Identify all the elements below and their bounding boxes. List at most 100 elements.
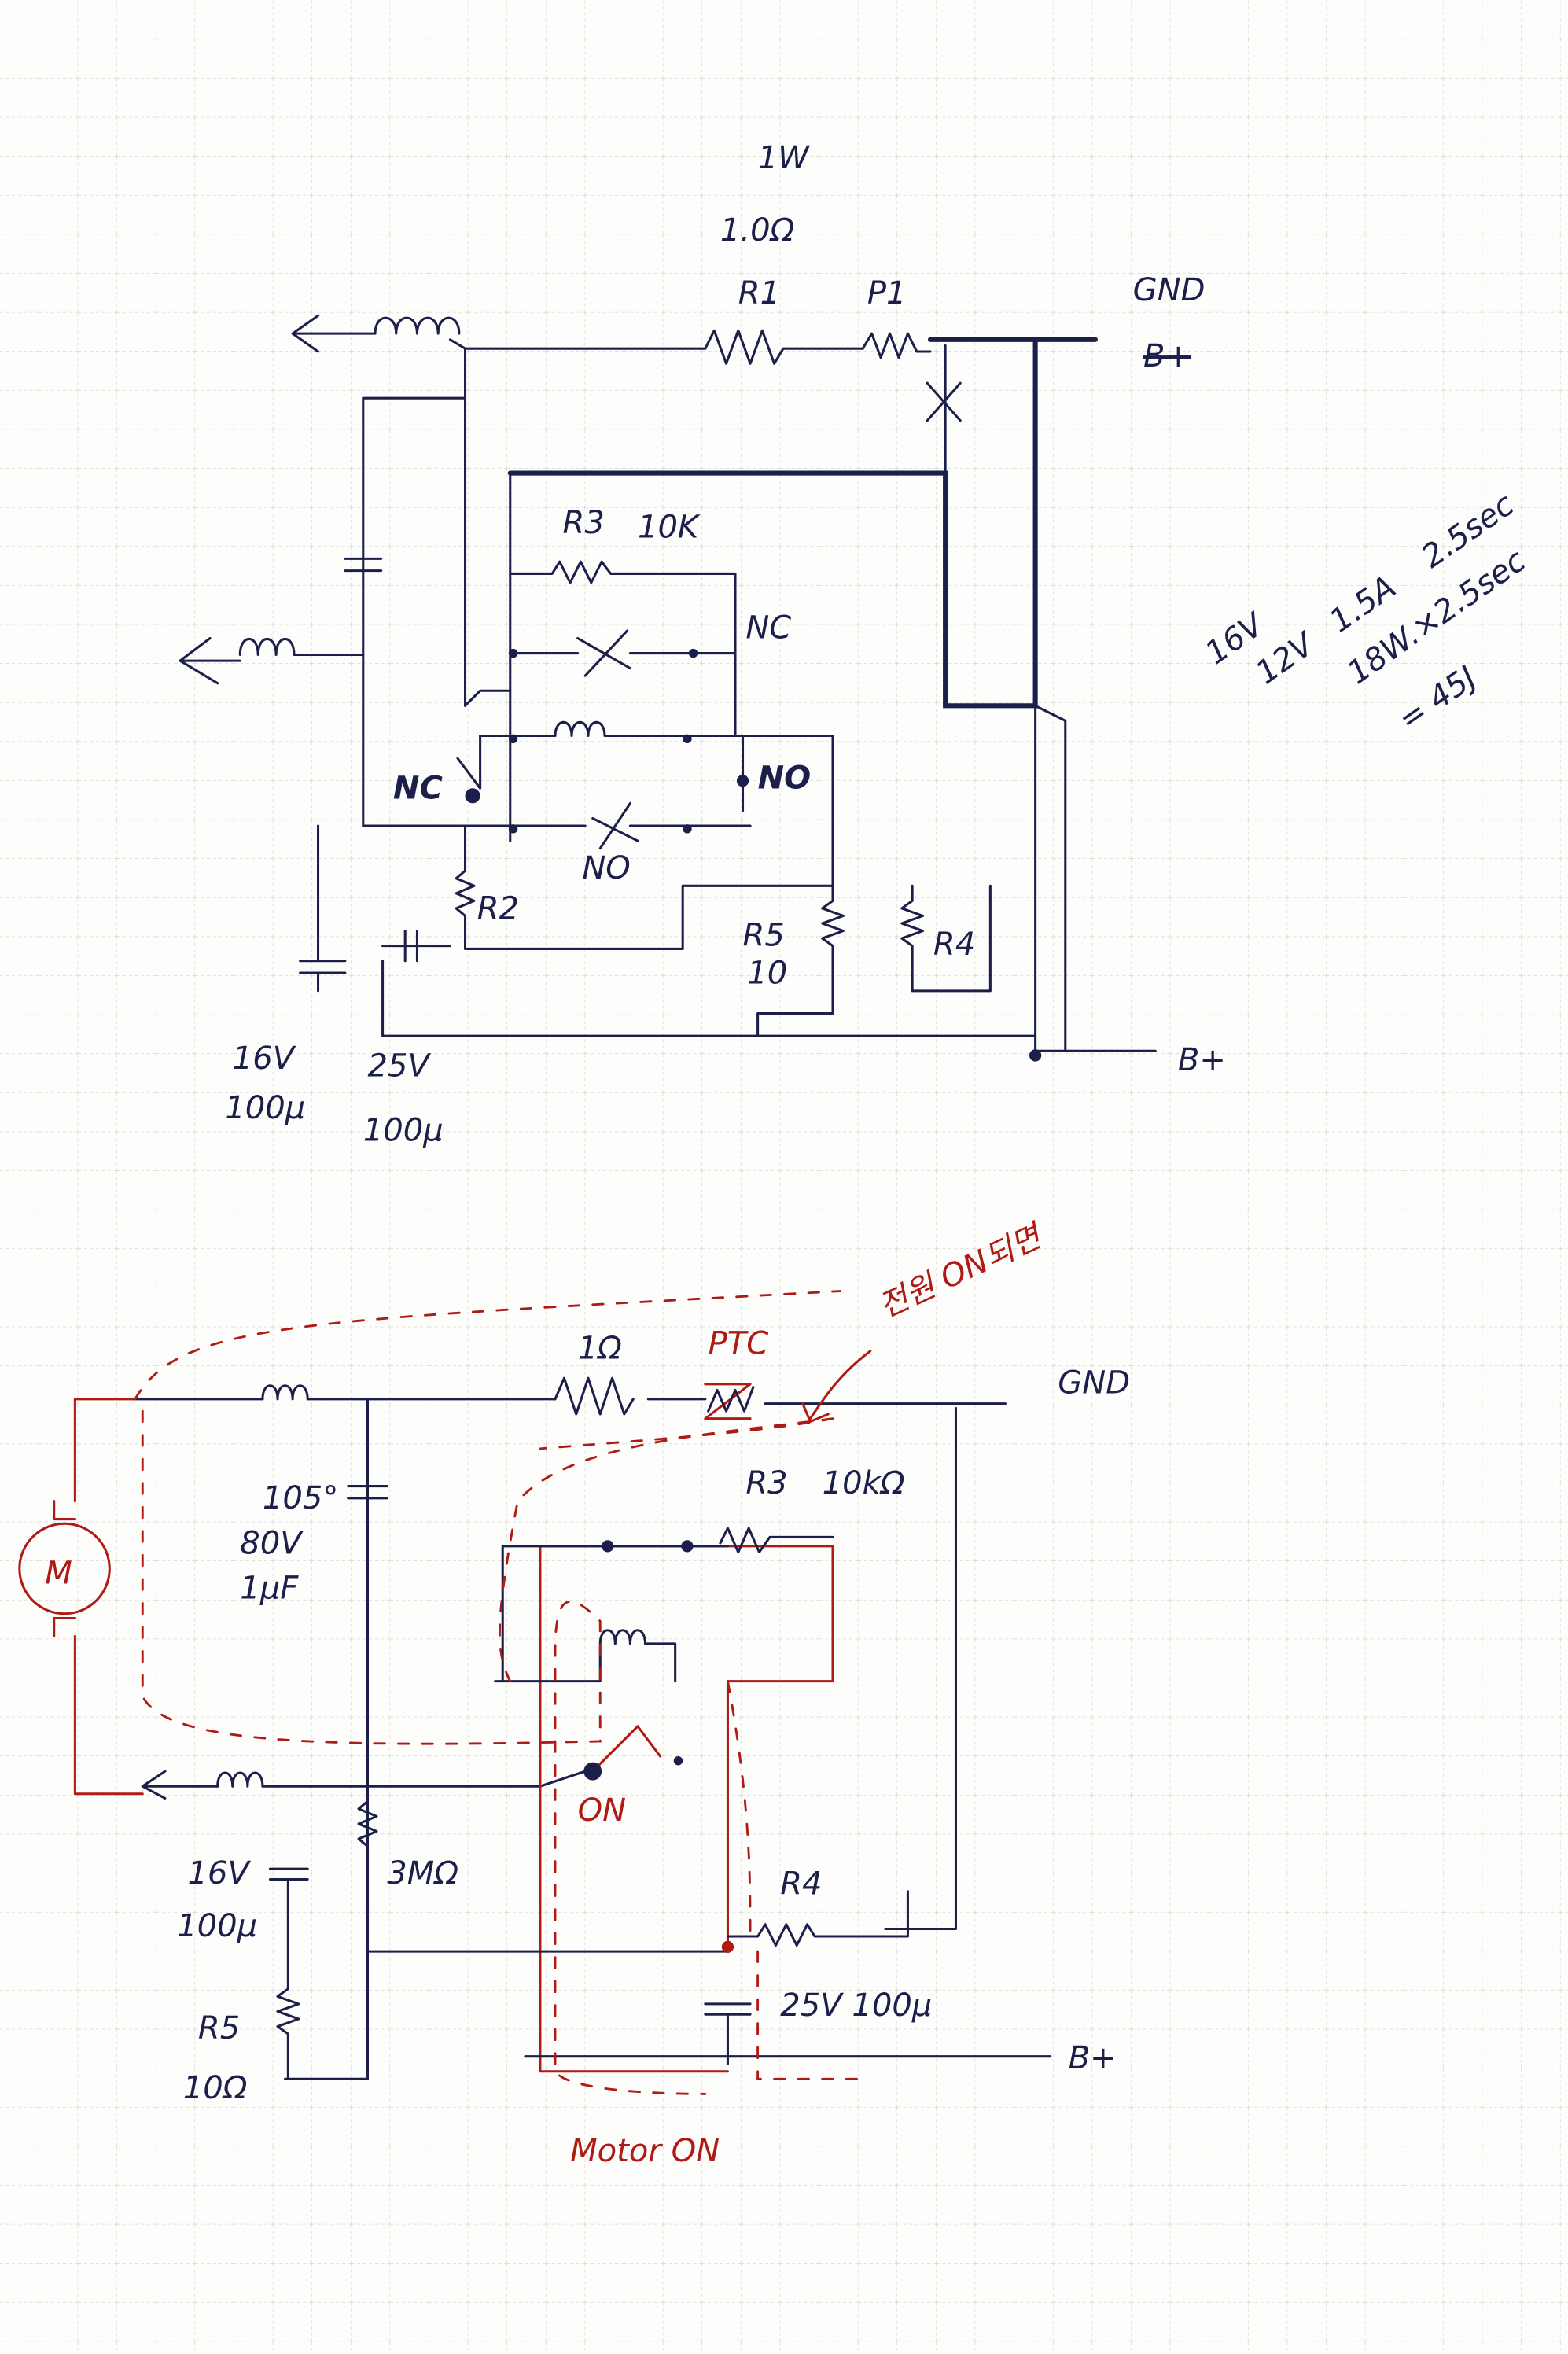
r4-label-top: R4 xyxy=(933,926,975,963)
motor-label: M xyxy=(45,1556,72,1592)
main-wire xyxy=(134,1398,1007,1405)
ptc-zigzag xyxy=(707,1386,755,1413)
inductor-top xyxy=(374,316,461,335)
bplus-label-bottom: B+ xyxy=(1069,2040,1117,2076)
resistor-r4-bottom xyxy=(726,1890,909,1947)
contact-dot xyxy=(683,824,692,834)
relay-coil-bottom xyxy=(494,1545,729,1683)
cap-voltage-label: 80V xyxy=(240,1525,304,1561)
r1-label: R1 xyxy=(738,275,780,311)
no-label-lower: NO xyxy=(582,850,631,886)
contact-dot xyxy=(465,788,480,804)
contact-dot xyxy=(673,1756,683,1766)
r5-label-top: R5 xyxy=(743,918,785,954)
crossed-bplus-label: B+ xyxy=(1143,338,1191,374)
current-path-motor-on xyxy=(727,1680,872,2080)
contact-dot xyxy=(736,775,749,787)
r5-value-bottom: 10Ω xyxy=(183,2070,248,2106)
return-arrow xyxy=(141,1770,219,1800)
ptc-label: PTC xyxy=(709,1326,769,1362)
resistor-r5 xyxy=(756,884,845,1037)
output-arrow-top xyxy=(291,314,377,353)
wire xyxy=(509,338,1067,1052)
resistor-3mohm xyxy=(357,1800,729,1953)
contact-dot xyxy=(508,648,518,658)
cap1-voltage-top: 16V xyxy=(233,1041,296,1077)
cap-value-label: 1µF xyxy=(240,1571,299,1607)
resistor-r2 xyxy=(455,869,684,950)
contact-dot xyxy=(583,1762,602,1781)
ptc-element xyxy=(704,1383,752,1420)
motor-symbol xyxy=(18,1522,111,1615)
wire xyxy=(316,824,834,963)
gnd-label-bottom: GND xyxy=(1058,1365,1130,1401)
capacitor-16v xyxy=(299,960,347,993)
output-arrow-mid xyxy=(179,636,241,685)
r5-label-bottom: R5 xyxy=(198,2010,240,2046)
relay-coil xyxy=(463,689,834,887)
contact-dot xyxy=(683,734,692,744)
nc-label-left: NC xyxy=(393,771,444,807)
p1-label: P1 xyxy=(867,275,907,311)
contact-dot xyxy=(602,1540,614,1553)
relay-switch-bottom xyxy=(591,1725,662,1773)
inductor-bottom-low xyxy=(216,1770,587,1788)
bottom-circuit: 1Ω PTC 전원 ON되면 GND M 105° 80V 1µF R3 10k… xyxy=(18,1218,1130,2169)
no-label-right: NO xyxy=(758,760,812,796)
resistor-r1 xyxy=(704,329,864,365)
cap-temp-label: 105° xyxy=(263,1480,339,1516)
r1-value-label: 1.0Ω xyxy=(720,212,795,249)
ptc-p1 xyxy=(861,332,932,359)
capacitor-top xyxy=(344,557,383,573)
cap2-voltage-top: 25V xyxy=(367,1048,431,1085)
nc-label-upper: NC xyxy=(745,610,791,646)
r3-value-bottom: 10kΩ xyxy=(823,1465,905,1501)
current-path-ptc xyxy=(499,1417,834,1683)
r5-value-top: 10 xyxy=(747,955,787,991)
resistor-r4 xyxy=(900,884,992,993)
r-3mohm-label: 3MΩ xyxy=(387,1855,458,1892)
resistor-r3 xyxy=(509,560,737,738)
switch-on-label: ON xyxy=(578,1792,627,1829)
top-circuit: 1W 1.0Ω R1 P1 GND B+ R3 10K NC NC NO NO … xyxy=(179,140,1226,1149)
cap1-value-top: 100µ xyxy=(225,1090,305,1126)
cross-mark xyxy=(926,344,962,482)
cap2-label-bottom: 25V 100µ xyxy=(780,1987,932,2024)
r3-value-top: 10K xyxy=(638,510,701,546)
capacitor-16v-bottom xyxy=(268,1867,309,1991)
current-path-outer xyxy=(134,1290,841,2095)
r2-label: R2 xyxy=(477,890,519,926)
resistor-r5-bottom xyxy=(276,1987,300,2080)
junction-dot xyxy=(721,1940,734,1954)
junction-dot xyxy=(1029,1049,1042,1062)
motor-brushes xyxy=(53,1500,76,1637)
resistor-r3-bottom xyxy=(719,1527,834,1554)
cap2-value-top: 100µ xyxy=(363,1113,444,1149)
capacitor-25v xyxy=(381,930,1037,1037)
contact-dot xyxy=(508,824,518,834)
inductor-mid xyxy=(238,638,365,656)
relay-nc-contact xyxy=(509,629,737,677)
cap1-voltage-bottom: 16V xyxy=(188,1855,252,1892)
wire xyxy=(362,347,512,827)
relay-no-contact xyxy=(591,801,639,850)
capacitor-1uf xyxy=(347,1485,388,1500)
relay-switch xyxy=(456,734,752,827)
resistor-1ohm xyxy=(554,1376,635,1416)
cap1-value-bottom: 100µ xyxy=(177,1908,257,1944)
r-1ohm-label: 1Ω xyxy=(578,1330,622,1366)
r4-label-bottom: R4 xyxy=(780,1866,822,1903)
contact-dot xyxy=(508,734,518,744)
motor-on-label: Motor ON xyxy=(570,2133,720,2169)
bplus-label-top: B+ xyxy=(1178,1042,1226,1078)
r3-label-top: R3 xyxy=(563,505,605,541)
r3-label-bottom: R3 xyxy=(745,1465,787,1501)
contact-dot xyxy=(688,648,698,658)
contact-dot xyxy=(681,1540,694,1553)
annotation-arrow xyxy=(801,1350,872,1424)
gnd-label-top: GND xyxy=(1133,272,1205,308)
r1-power-label: 1W xyxy=(758,140,810,176)
